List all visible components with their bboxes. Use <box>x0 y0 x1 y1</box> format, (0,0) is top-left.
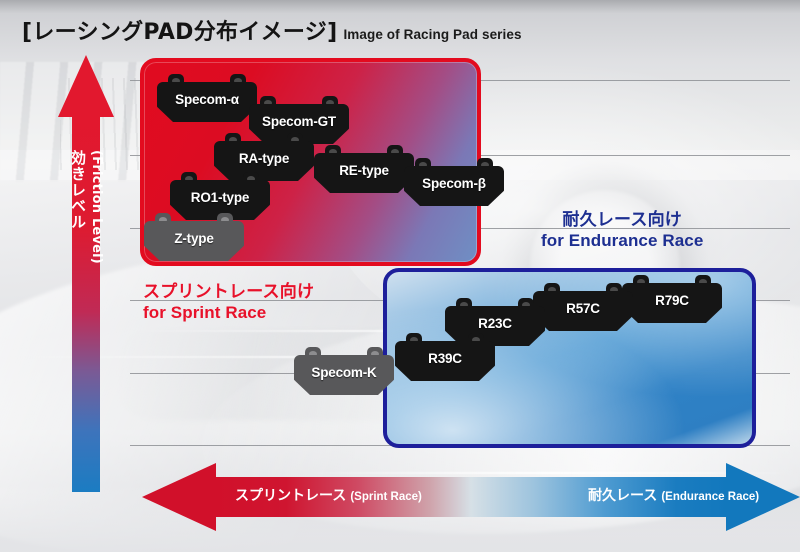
background-top-band <box>0 0 800 14</box>
pad-label: Z-type <box>174 230 214 246</box>
pad-label: R79C <box>655 292 689 308</box>
friction-level-label-en: (Friction Level) <box>89 150 104 264</box>
brake-pad: RA-type <box>214 133 314 181</box>
caption-endurance-jp: 耐久レース向け <box>562 210 682 230</box>
brake-pad: Specom-α <box>157 74 257 122</box>
pad-body <box>214 141 314 181</box>
pad-label: R57C <box>566 300 600 316</box>
pad-body <box>445 306 545 346</box>
pad-body <box>404 166 504 206</box>
brake-pad: Z-type <box>144 213 244 261</box>
pad-body <box>395 341 495 381</box>
arrow-left-icon <box>142 463 216 531</box>
brake-pad: RO1-type <box>170 172 270 220</box>
arrow-up-icon <box>58 55 114 117</box>
pad-label: Specom-β <box>422 175 486 191</box>
pad-label: RO1-type <box>190 189 250 205</box>
axis-bar <box>214 477 728 517</box>
brake-pad: Specom-β <box>404 158 504 206</box>
caption-endurance-en: for Endurance Race <box>541 230 704 250</box>
race-type-axis: スプリントレース (Sprint Race) 耐久レース (Endurance … <box>142 463 800 531</box>
pad-body <box>533 291 633 331</box>
brake-pad: Specom-GT <box>249 96 349 144</box>
axis-label-sprint-jp: スプリントレース <box>235 488 347 504</box>
brake-pad: Specom-K <box>294 347 394 395</box>
caption-endurance: 耐久レース向け for Endurance Race <box>541 210 704 250</box>
axis-label-sprint: スプリントレース (Sprint Race) <box>235 485 422 505</box>
brake-pad: R57C <box>533 283 633 331</box>
pad-label: Specom-K <box>311 364 377 380</box>
caption-sprint-en: for Sprint Race <box>143 302 267 322</box>
axis-label-endurance-en: (Endurance Race) <box>661 491 760 503</box>
axis-label-endurance-jp: 耐久レース <box>588 488 658 504</box>
pad-label: RE-type <box>339 162 389 178</box>
pad-body <box>157 82 257 122</box>
pad-label: R39C <box>428 350 462 366</box>
pad-body <box>144 221 244 261</box>
caption-sprint-jp: スプリントレース向け <box>143 282 315 302</box>
page-title: [レーシングPAD分布イメージ] Image of Racing Pad ser… <box>22 14 522 46</box>
pad-label: RA-type <box>238 150 290 166</box>
pad-label: Specom-GT <box>262 113 336 129</box>
arrow-right-icon <box>726 463 800 531</box>
page-title-en: Image of Racing Pad series <box>343 27 522 42</box>
axis-label-endurance: 耐久レース (Endurance Race) <box>588 485 759 505</box>
axis-label-sprint-en: (Sprint Race) <box>350 491 422 503</box>
brake-pad: R23C <box>445 298 545 346</box>
axis-shaft <box>72 116 100 492</box>
friction-level-label: 効きレベル (Friction Level) <box>69 150 104 480</box>
pad-label: Specom-α <box>175 91 239 107</box>
brake-pad: RE-type <box>314 145 414 193</box>
friction-level-axis: 効きレベル (Friction Level) <box>58 55 114 492</box>
background-streak-3 <box>300 472 800 474</box>
brake-pad: R79C <box>622 275 722 323</box>
pad-body <box>314 153 414 193</box>
page-title-jp: [レーシングPAD分布イメージ] <box>22 20 338 45</box>
pad-body <box>294 355 394 395</box>
friction-level-label-jp: 効きレベル <box>69 150 87 230</box>
brake-pad: R39C <box>395 333 495 381</box>
caption-sprint: スプリントレース向け for Sprint Race <box>143 282 315 322</box>
pad-label: R23C <box>478 315 512 331</box>
pad-body <box>622 283 722 323</box>
